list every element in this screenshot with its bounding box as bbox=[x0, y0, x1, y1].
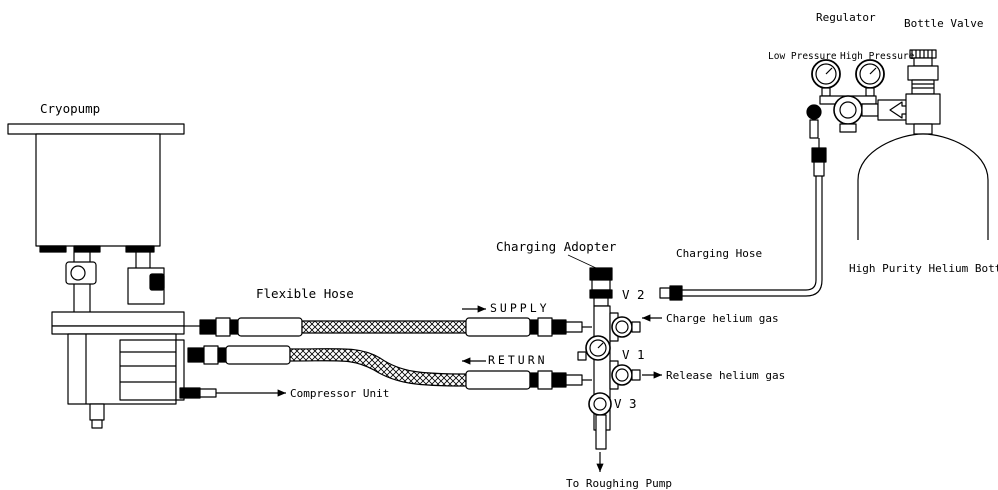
return-label: RETURN bbox=[488, 353, 548, 367]
charge-helium-label: Charge helium gas bbox=[666, 312, 779, 325]
low-pressure-label: Low Pressure bbox=[768, 51, 837, 62]
helium-bottle-label: High Purity Helium Bottle bbox=[849, 262, 998, 275]
v1-label: V 1 bbox=[622, 347, 645, 362]
cryopump-label: Cryopump bbox=[40, 101, 101, 116]
charging-adapter bbox=[577, 267, 641, 450]
charging-hose bbox=[659, 138, 827, 301]
release-helium-label: Release helium gas bbox=[666, 369, 786, 382]
regulator-label: Regulator bbox=[816, 11, 876, 24]
supply-hose bbox=[184, 317, 592, 337]
high-pressure-label: High Pressure bbox=[840, 51, 915, 62]
bottle-valve-label: Bottle Valve bbox=[904, 17, 984, 30]
charging-adopter-label: Charging Adopter bbox=[496, 239, 617, 254]
cryopump bbox=[7, 123, 236, 429]
return-hose bbox=[187, 345, 592, 390]
v2-label: V 2 bbox=[622, 287, 645, 302]
charging-hose-label: Charging Hose bbox=[676, 247, 763, 260]
bottle-valve bbox=[905, 49, 941, 135]
compressor-unit-label: Compressor Unit bbox=[290, 387, 390, 400]
flexible-hose-label: Flexible Hose bbox=[256, 286, 354, 301]
helium-bottle bbox=[857, 133, 989, 240]
supply-label: SUPPLY bbox=[490, 301, 550, 315]
v3-label: V 3 bbox=[614, 396, 637, 411]
roughing-pump-label: To Roughing Pump bbox=[566, 477, 672, 490]
